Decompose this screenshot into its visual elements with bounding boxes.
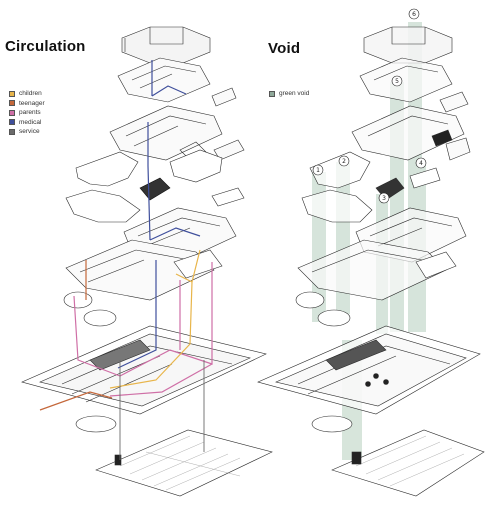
legend-swatch-green-void: [269, 90, 275, 97]
left-level-ground: [21, 325, 267, 433]
legend-swatch-parents: [9, 109, 15, 116]
legend-label-green-void: green void: [279, 90, 310, 98]
void-markers: 1 2 3 4 5 6: [312, 8, 427, 204]
void-marker-5-label: 5: [395, 78, 399, 85]
right-level-5: [359, 57, 469, 113]
void-marker-4-label: 4: [419, 160, 423, 167]
left-level-basement: [95, 429, 273, 497]
void-marker-2: 2: [338, 155, 350, 167]
void-marker-4: 4: [415, 157, 427, 169]
void-marker-1-label: 1: [316, 167, 320, 174]
left-level-roof: [121, 26, 211, 64]
legend-label-medical: medical: [19, 118, 42, 126]
legend-label-teenager: teenager: [19, 99, 45, 107]
legend-item-medical: medical: [9, 118, 45, 128]
legend-item-parents: parents: [9, 108, 45, 118]
circulation-legend: children teenager parents medical servic…: [9, 89, 45, 137]
void-legend: green void: [269, 89, 309, 99]
void-marker-5: 5: [391, 75, 403, 87]
void-marker-3: 3: [378, 192, 390, 204]
void-title: Void: [268, 40, 301, 57]
right-level-basement: [331, 429, 485, 497]
legend-swatch-medical: [9, 119, 15, 126]
legend-item-children: children: [9, 89, 45, 99]
legend-label-children: children: [19, 90, 42, 98]
right-level-3-slab: [301, 151, 441, 223]
circulation-title: Circulation: [5, 38, 86, 55]
left-axonometric: [21, 26, 273, 497]
left-circulation-lines: [39, 60, 213, 460]
medical-route: [117, 60, 201, 369]
void-marker-6-label: 6: [412, 11, 416, 18]
right-level-roof: [363, 26, 453, 64]
void-marker-1: 1: [312, 164, 324, 176]
legend-label-service: service: [19, 128, 40, 136]
teenager-route: [39, 260, 113, 411]
parents-route: [73, 262, 213, 397]
legend-swatch-service: [9, 128, 15, 135]
right-level-ground: [257, 325, 481, 433]
legend-label-parents: parents: [19, 109, 41, 117]
left-level-3-slab: [65, 149, 245, 223]
right-axonometric: [257, 26, 485, 497]
service-route: [119, 360, 205, 460]
children-route: [109, 249, 201, 389]
legend-swatch-teenager: [9, 100, 15, 107]
left-level-4: [109, 105, 245, 161]
left-level-5: [117, 57, 237, 107]
right-level-4: [351, 105, 471, 161]
left-level-1: [63, 239, 223, 327]
legend-item-service: service: [9, 127, 45, 137]
void-marker-2-label: 2: [342, 158, 346, 165]
void-marker-3-label: 3: [382, 195, 386, 202]
right-level-1: [295, 239, 457, 327]
legend-item-green-void: green void: [269, 89, 309, 99]
void-marker-6: 6: [408, 8, 420, 20]
legend-swatch-children: [9, 90, 15, 97]
legend-item-teenager: teenager: [9, 99, 45, 109]
